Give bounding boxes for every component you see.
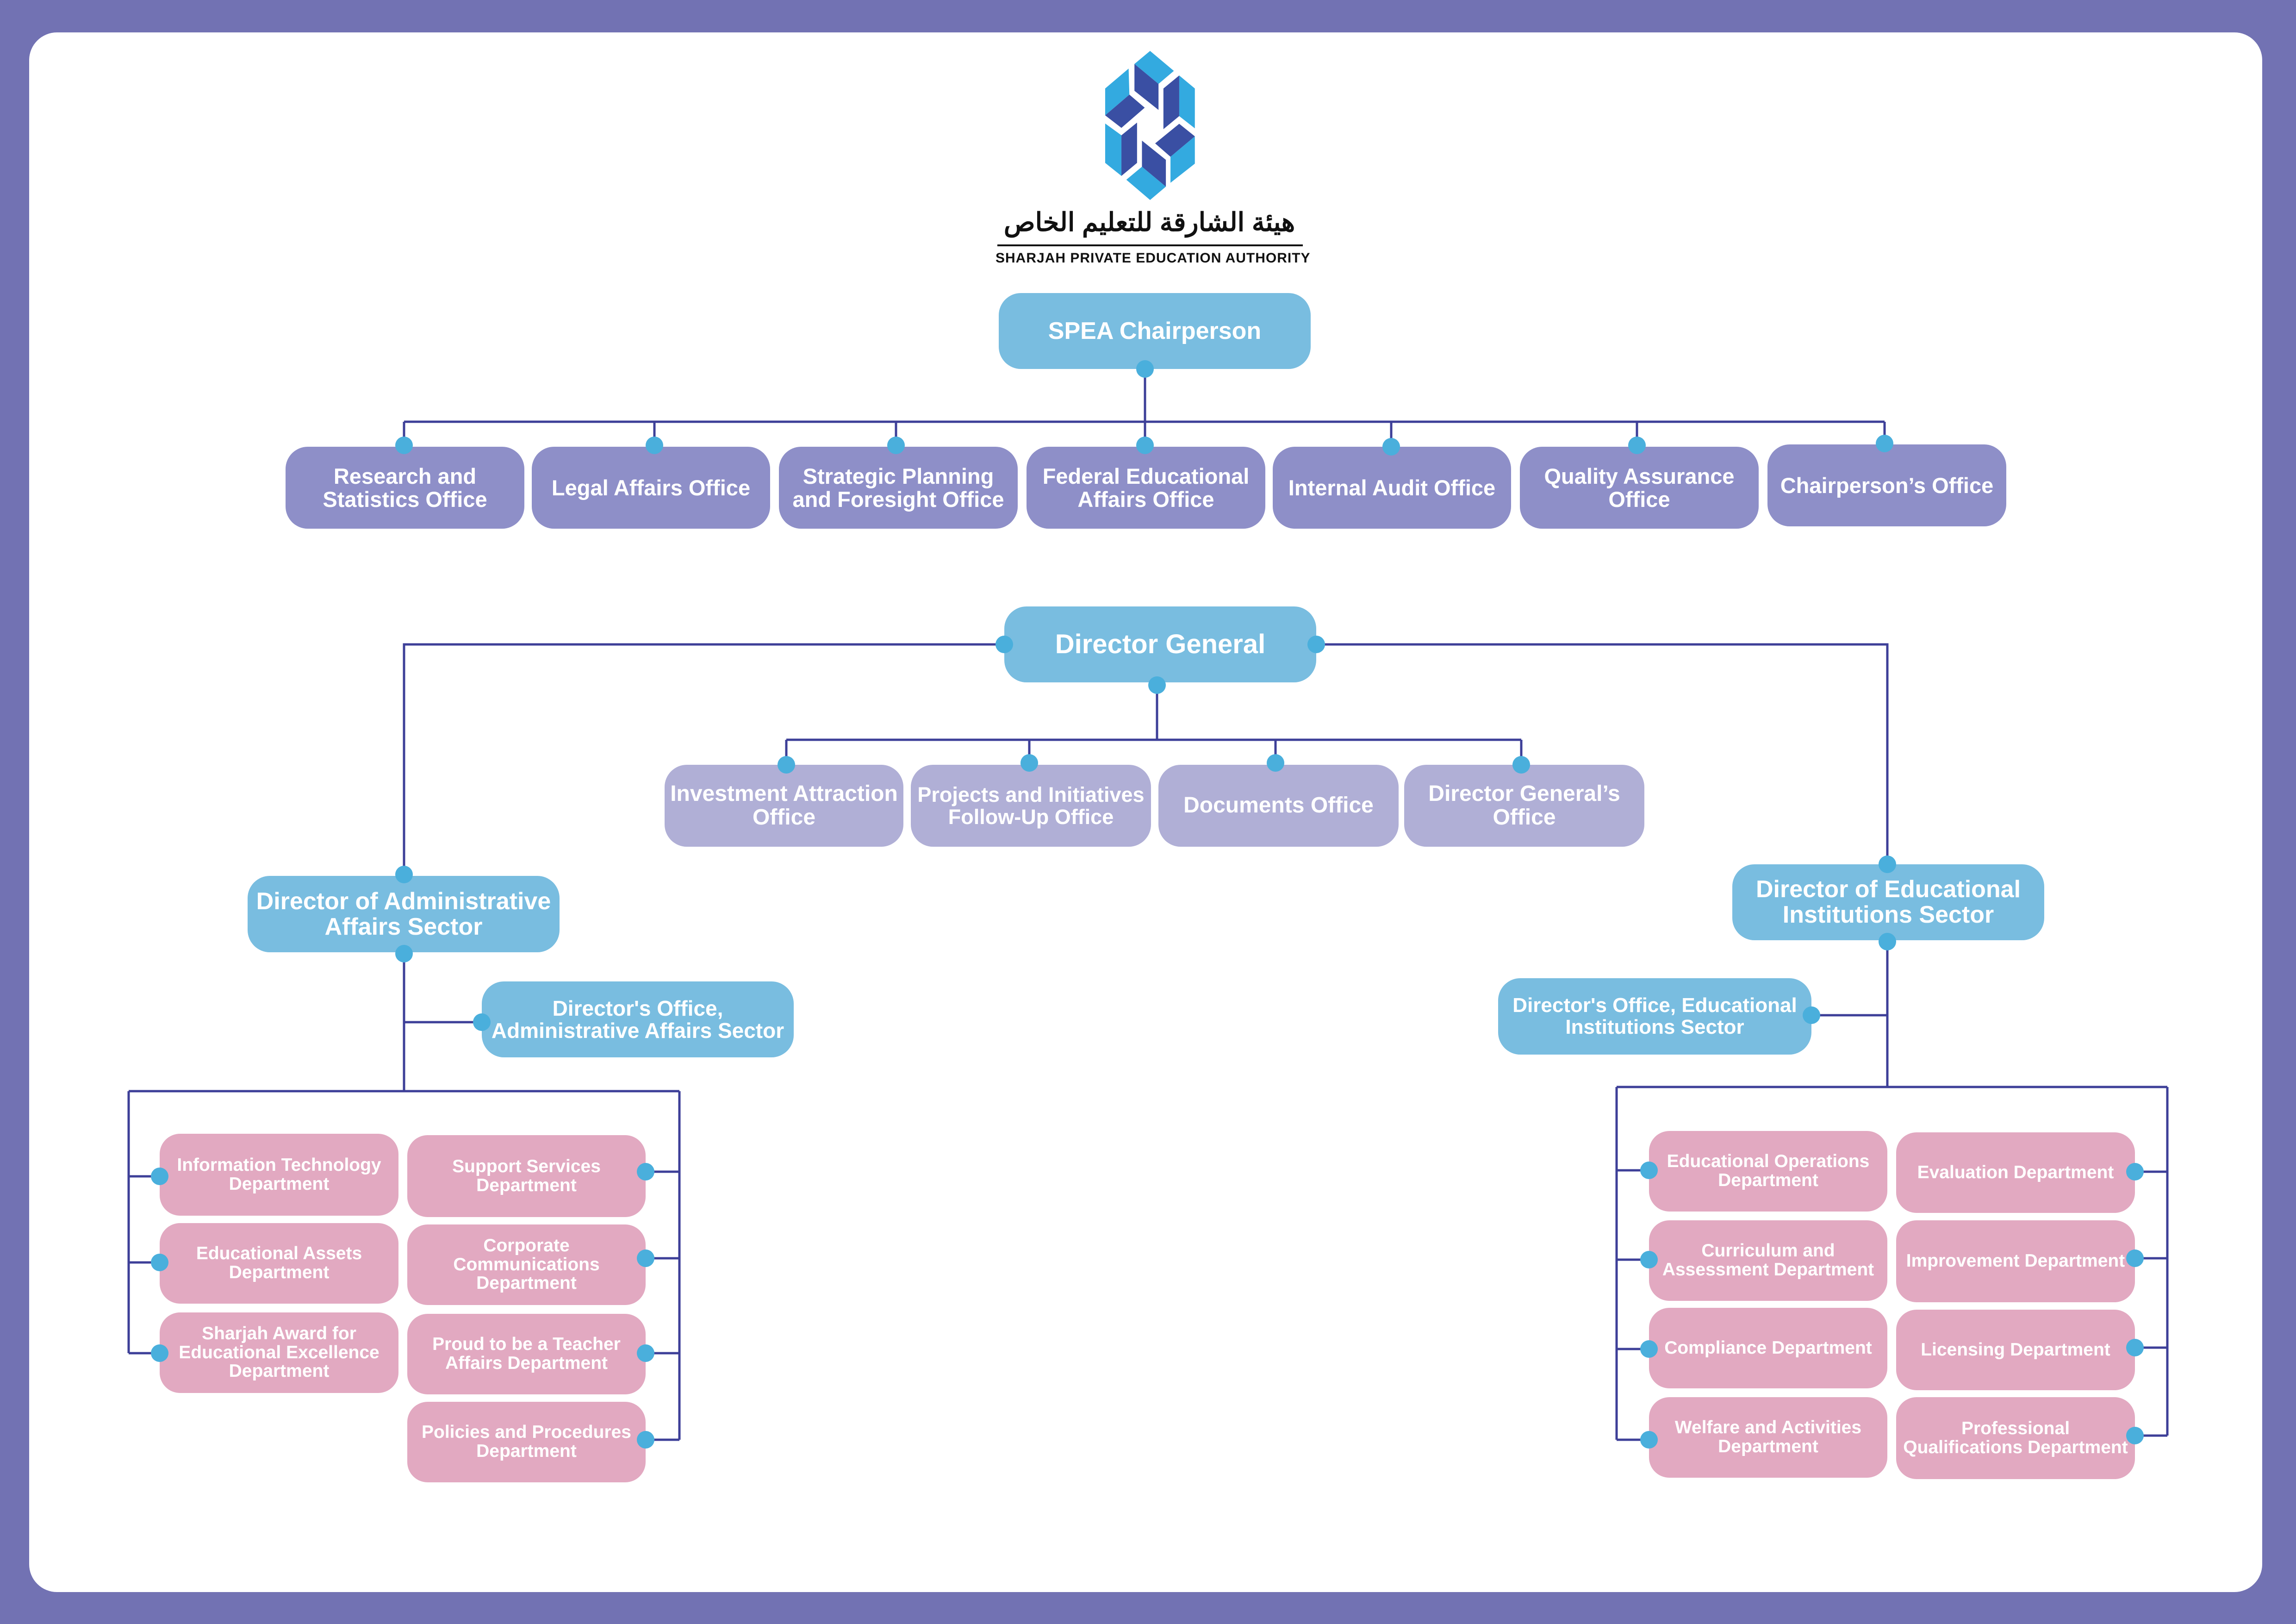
department-box: Compliance Department (1649, 1308, 1887, 1388)
office-box: Strategic Planning and Foresight Office (779, 447, 1018, 529)
connector-dot (395, 945, 413, 962)
office-box: Legal Affairs Office (532, 447, 770, 529)
admin-director-office-box: Director's Office, Administrative Affair… (482, 981, 794, 1057)
connector-dot (637, 1249, 654, 1267)
department-box: Curriculum and Assessment Department (1649, 1220, 1887, 1301)
connector-dot (887, 437, 905, 454)
department-box: Professional Qualifications Department (1896, 1397, 2135, 1479)
director-general-box: Director General (1004, 606, 1316, 682)
connector-dot (1640, 1162, 1658, 1179)
department-box: Corporate Communications Department (407, 1224, 646, 1305)
office-box: Quality Assurance Office (1520, 447, 1759, 529)
department-box: Evaluation Department (1896, 1132, 2135, 1213)
office-box: Internal Audit Office (1273, 447, 1511, 529)
department-box: Sharjah Award for Educational Excellence… (160, 1312, 398, 1393)
department-box: Policies and Procedures Department (407, 1402, 646, 1482)
admin-sector-director-box: Director of Administrative Affairs Secto… (248, 876, 560, 952)
connector-dot (2126, 1163, 2144, 1181)
office-box: Chairperson’s Office (1767, 444, 2006, 526)
connector-dot (1136, 360, 1154, 378)
connector-dot (637, 1431, 654, 1449)
connector-dot (2126, 1427, 2144, 1444)
spea-chairperson-box: SPEA Chairperson (999, 293, 1311, 369)
logo-arabic-text: هيئة الشارقة للتعليم الخاص (1003, 207, 1295, 237)
connector-dot (1640, 1431, 1658, 1449)
department-box: Improvement Department (1896, 1220, 2135, 1302)
connector-dot (395, 437, 413, 454)
department-box: Educational Assets Department (160, 1223, 398, 1304)
connector-dot (637, 1344, 654, 1362)
edu-director-office-box: Director's Office, Educational Instituti… (1498, 978, 1811, 1055)
office-box: Research and Statistics Office (286, 447, 524, 529)
connector-dot (1879, 933, 1896, 950)
connector-dot (637, 1163, 654, 1181)
connector-dot (996, 636, 1013, 653)
connector-dot (646, 437, 663, 454)
department-box: Licensing Department (1896, 1310, 2135, 1390)
dg-office-box: Projects and Initiatives Follow-Up Offic… (911, 765, 1151, 847)
connector-dot (1382, 438, 1400, 456)
connector-dot (151, 1344, 168, 1362)
connector-dot (1307, 636, 1325, 653)
connector-dot (1512, 756, 1530, 774)
edu-sector-director-box: Director of Educational Institutions Sec… (1732, 864, 2044, 940)
connector-dot (1136, 437, 1154, 454)
dg-office-box: Director General’s Office (1404, 765, 1644, 847)
dg-office-box: Investment Attraction Office (665, 765, 903, 847)
connector-dot (1640, 1251, 1658, 1268)
logo-mark-icon (1105, 51, 1195, 200)
dg-office-box: Documents Office (1158, 765, 1399, 847)
connector-dot (2126, 1249, 2144, 1267)
connector-dot (151, 1168, 168, 1185)
department-box: Educational Operations Department (1649, 1131, 1887, 1212)
connector-dot (2126, 1339, 2144, 1356)
department-box: Support Services Department (407, 1135, 646, 1217)
connector-dot (1020, 754, 1038, 772)
logo-english-text: SHARJAH PRIVATE EDUCATION AUTHORITY (996, 250, 1311, 266)
connector-dot (1803, 1006, 1820, 1024)
department-box: Welfare and Activities Department (1649, 1397, 1887, 1478)
connector-dot (473, 1013, 491, 1031)
logo-divider (997, 244, 1303, 246)
office-box: Federal Educational Affairs Office (1027, 447, 1265, 529)
connector-dot (1628, 437, 1646, 454)
connector-dot (1267, 754, 1284, 772)
connector-dot (1879, 856, 1896, 873)
connector-dot (151, 1254, 168, 1271)
connector-dot (778, 756, 795, 774)
connector-dot (1640, 1340, 1658, 1358)
department-box: Proud to be a Teacher Affairs Department (407, 1314, 646, 1394)
department-box: Information Technology Department (160, 1134, 398, 1216)
connector-dot (1876, 435, 1893, 452)
connector-dot (395, 866, 413, 883)
connector-dot (1148, 676, 1166, 694)
